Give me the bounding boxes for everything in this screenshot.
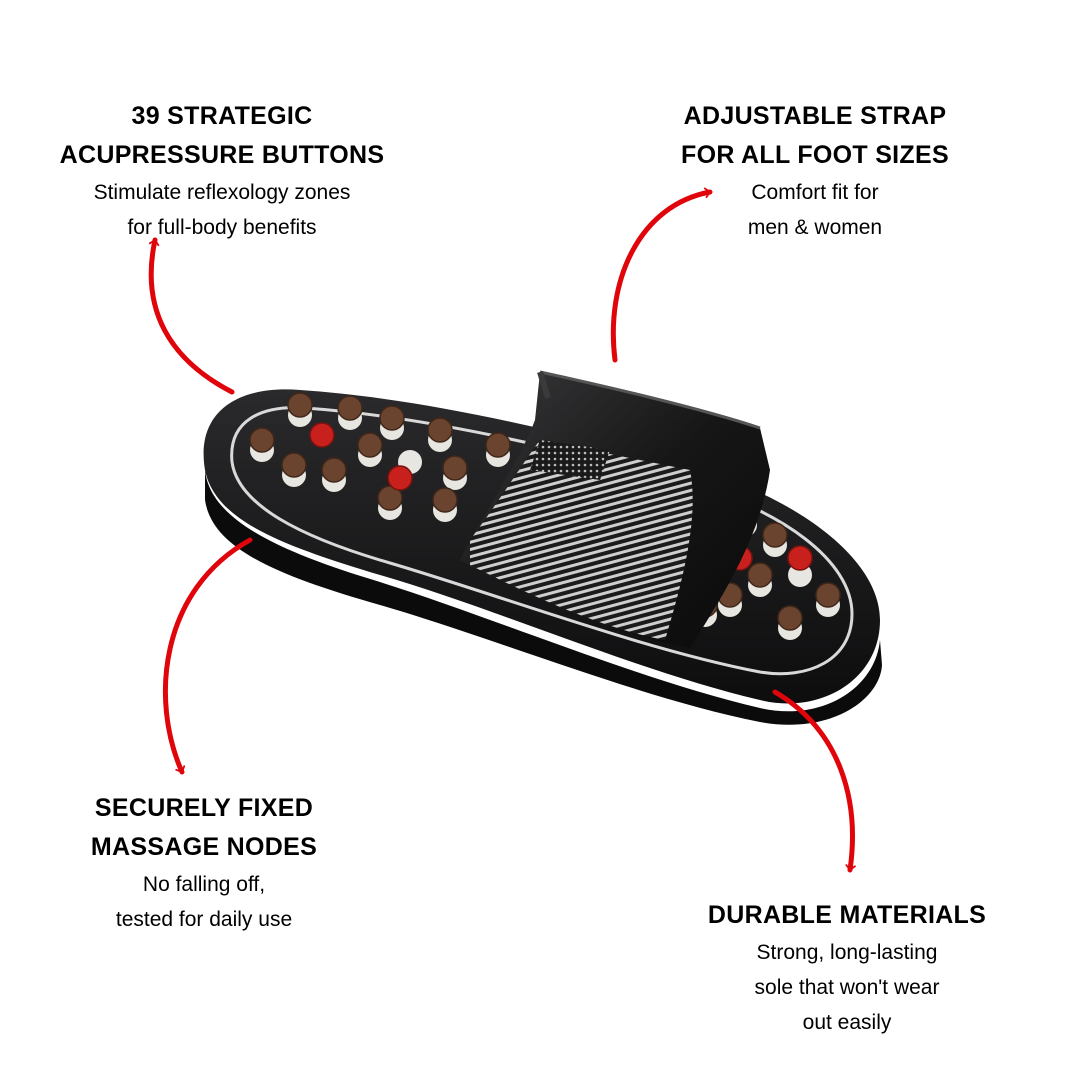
callout-acupressure-buttons: 39 STRATEGIC ACUPRESSURE BUTTONS Stimula…: [22, 97, 422, 245]
callout-title: MASSAGE NODES: [90, 833, 318, 861]
callout-title: DURABLE MATERIALS: [707, 901, 987, 929]
callout-fixed-nodes: SECURELY FIXED MASSAGE NODES No falling …: [4, 789, 404, 937]
callout-description: for full-body benefits: [127, 216, 317, 239]
callout-title: FOR ALL FOOT SIZES: [681, 141, 949, 169]
callout-description: sole that won't wear: [754, 976, 940, 999]
curved-arrow-icon: [148, 237, 235, 395]
acupressure-slipper-image: [203, 370, 882, 725]
callout-title: 39 STRATEGIC: [131, 102, 313, 130]
adjustable-strap: [460, 370, 770, 648]
callout-description: Comfort fit for: [751, 181, 879, 204]
callout-durable-materials: DURABLE MATERIALS Strong, long-lasting s…: [647, 896, 1047, 1040]
callout-title: ADJUSTABLE STRAP: [683, 102, 947, 130]
callout-description: men & women: [747, 216, 883, 239]
curved-arrow-icon: [772, 689, 856, 873]
callout-description: No falling off,: [142, 873, 266, 896]
callout-description: out easily: [802, 1011, 892, 1034]
curved-arrow-icon: [162, 537, 253, 775]
callout-description: Stimulate reflexology zones: [93, 181, 351, 204]
curved-arrow-icon: [610, 187, 713, 363]
callout-description: tested for daily use: [115, 908, 293, 931]
callout-title: ACUPRESSURE BUTTONS: [59, 141, 385, 169]
callout-description: Strong, long-lasting: [756, 941, 938, 964]
callout-adjustable-strap: ADJUSTABLE STRAP FOR ALL FOOT SIZES Comf…: [615, 97, 1015, 245]
arrows: [148, 187, 856, 873]
callout-title: SECURELY FIXED: [94, 794, 314, 822]
